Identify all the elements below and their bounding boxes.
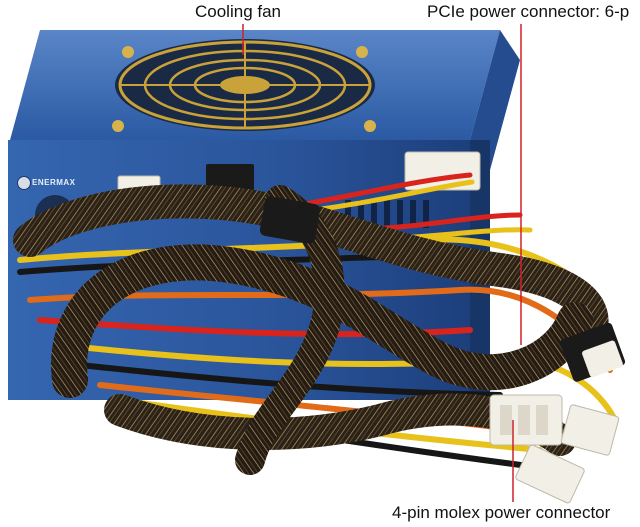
pcie-connector	[560, 322, 626, 382]
leader-lines	[242, 24, 522, 502]
molex-connectors	[489, 394, 620, 504]
brand-logo-icon	[17, 176, 31, 190]
brand-logo: ENERMAX	[32, 178, 76, 187]
cooling-fan-label: Cooling fan	[195, 2, 282, 21]
fan-grill	[112, 39, 376, 132]
pcie-connector-label: PCIe power connector: 6-p	[427, 2, 630, 21]
molex-connector-label: 4-pin molex power connector	[392, 503, 611, 522]
vent-slots	[345, 200, 429, 228]
